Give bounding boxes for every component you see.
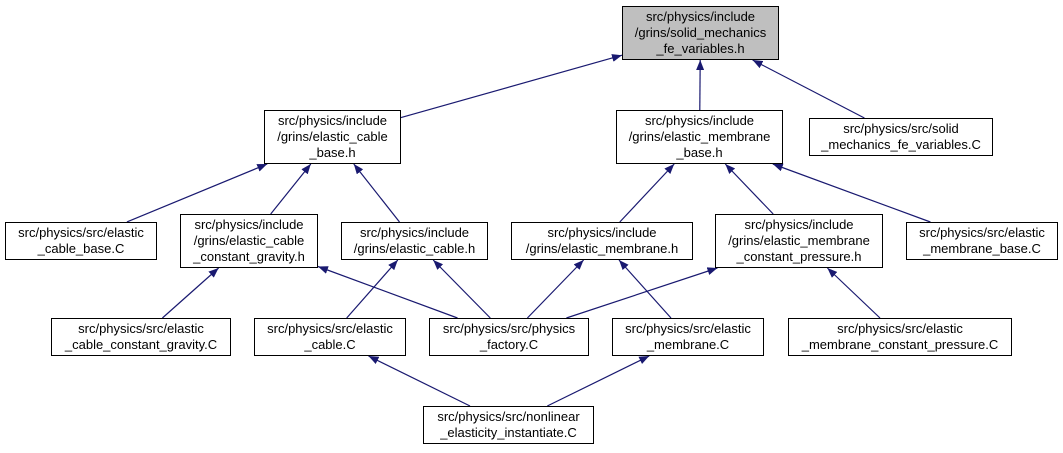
graph-node-membrane-c[interactable]: src/physics/src/elastic_membrane.C xyxy=(612,318,764,356)
edge-layer xyxy=(126,54,931,407)
graph-node-membrane-cp-h[interactable]: src/physics/include/grins/elastic_membra… xyxy=(715,214,883,268)
graph-node-root: src/physics/include/grins/solid_mechanic… xyxy=(622,6,779,60)
node-label-line: src/physics/include xyxy=(547,225,657,240)
edge-cable-c-to-cable-h xyxy=(346,259,399,319)
node-label-line: src/physics/src/physics xyxy=(442,321,576,336)
node-label-line: src/physics/include xyxy=(645,9,756,24)
edge-membrane-cp-h-to-membrane-base-h xyxy=(724,163,774,215)
edge-membrane-base-c-to-membrane-base-h xyxy=(772,163,931,223)
edge-cable-base-h-to-root xyxy=(400,54,623,119)
node-label-line: src/physics/src/elastic xyxy=(267,321,393,336)
edge-physics-factory-c-to-cable-h xyxy=(432,259,491,319)
node-label-line: src/physics/src/nonlinear xyxy=(437,409,580,424)
graph-node-membrane-cp-c[interactable]: src/physics/src/elastic_membrane_constan… xyxy=(788,318,1012,356)
node-label-line: src/physics/include xyxy=(277,113,388,128)
node-label-line: _cable_base.C xyxy=(37,241,125,256)
edge-cable-cg-c-to-cable-cg-h xyxy=(162,267,219,319)
node-label-line: src/physics/src/solid xyxy=(843,121,959,136)
edge-physics-factory-c-to-membrane-cp-h xyxy=(566,267,718,319)
graph-node-physics-factory-c[interactable]: src/physics/src/physics_factory.C xyxy=(429,318,589,356)
node-label-line: src/physics/src/elastic xyxy=(625,321,751,336)
edge-physics-factory-c-to-membrane-h xyxy=(526,259,585,319)
node-label-line: _elasticity_instantiate.C xyxy=(440,425,577,440)
edge-nonlinear-c-to-membrane-c xyxy=(547,355,650,407)
node-label-line: src/physics/include xyxy=(744,217,854,232)
node-label-line: src/physics/include xyxy=(194,217,304,232)
node-label-line: /grins/solid_mechanics xyxy=(634,25,767,40)
graph-node-cable-cg-h[interactable]: src/physics/include/grins/elastic_cable_… xyxy=(180,214,318,268)
edge-cable-h-to-cable-base-h xyxy=(353,163,400,223)
node-label-line: /grins/elastic_membrane xyxy=(728,233,870,248)
node-label-line: /grins/elastic_membrane.h xyxy=(525,241,679,256)
node-label-line: src/physics/src/elastic xyxy=(919,225,1045,240)
node-label-line: _constant_gravity.h xyxy=(193,249,305,264)
edge-solid-fe-vars-c-to-root xyxy=(752,59,865,119)
node-label-line: /grins/elastic_cable xyxy=(277,129,388,144)
node-label-line: src/physics/src/elastic xyxy=(837,321,963,336)
node-label-line: _base.h xyxy=(309,145,356,160)
node-label-line: _membrane_constant_pressure.C xyxy=(801,337,999,352)
node-label-line: _fe_variables.h xyxy=(656,41,745,56)
node-label-line: _mechanics_fe_variables.C xyxy=(821,137,981,152)
graph-node-cable-h[interactable]: src/physics/include/grins/elastic_cable.… xyxy=(341,222,488,260)
edge-physics-factory-c-to-cable-cg-h xyxy=(317,265,458,319)
node-label-line: _cable.C xyxy=(304,337,356,352)
graph-node-membrane-h[interactable]: src/physics/include/grins/elastic_membra… xyxy=(511,222,693,260)
node-label-line: _cable_constant_gravity.C xyxy=(64,337,218,352)
edge-cable-cg-h-to-cable-base-h xyxy=(270,163,312,215)
edge-membrane-cp-c-to-membrane-cp-h xyxy=(826,267,881,319)
node-label-line: _membrane.C xyxy=(646,337,730,352)
edge-membrane-c-to-membrane-h xyxy=(618,259,672,319)
edge-membrane-h-to-membrane-base-h xyxy=(619,163,675,223)
node-label-line: src/physics/include xyxy=(644,113,755,128)
graph-node-nonlinear-c[interactable]: src/physics/src/nonlinear_elasticity_ins… xyxy=(423,406,594,444)
edge-cable-base-c-to-cable-base-h xyxy=(126,163,268,223)
node-label-line: _base.h xyxy=(676,145,723,160)
node-label-line: _factory.C xyxy=(479,337,539,352)
node-label-line: src/physics/include xyxy=(359,225,470,240)
node-label-line: /grins/elastic_cable.h xyxy=(353,241,476,256)
node-label-line: src/physics/src/elastic xyxy=(18,225,144,240)
edge-nonlinear-c-to-cable-c xyxy=(368,355,471,407)
node-label-line: _membrane_base.C xyxy=(923,241,1041,256)
node-label-line: /grins/elastic_membrane xyxy=(628,129,771,144)
graph-node-membrane-base-c[interactable]: src/physics/src/elastic_membrane_base.C xyxy=(906,222,1058,260)
node-label-line: src/physics/src/elastic xyxy=(78,321,204,336)
node-label-line: /grins/elastic_cable xyxy=(193,233,305,248)
graph-node-solid-fe-vars-c[interactable]: src/physics/src/solid_mechanics_fe_varia… xyxy=(809,118,993,156)
graph-node-cable-base-h[interactable]: src/physics/include/grins/elastic_cable_… xyxy=(264,110,401,164)
graph-node-cable-c[interactable]: src/physics/src/elastic_cable.C xyxy=(254,318,406,356)
graph-node-cable-base-c[interactable]: src/physics/src/elastic_cable_base.C xyxy=(5,222,157,260)
graph-node-membrane-base-h[interactable]: src/physics/include/grins/elastic_membra… xyxy=(616,110,783,164)
graph-node-cable-cg-c[interactable]: src/physics/src/elastic_cable_constant_g… xyxy=(51,318,231,356)
node-label-line: _constant_pressure.h xyxy=(736,249,862,264)
